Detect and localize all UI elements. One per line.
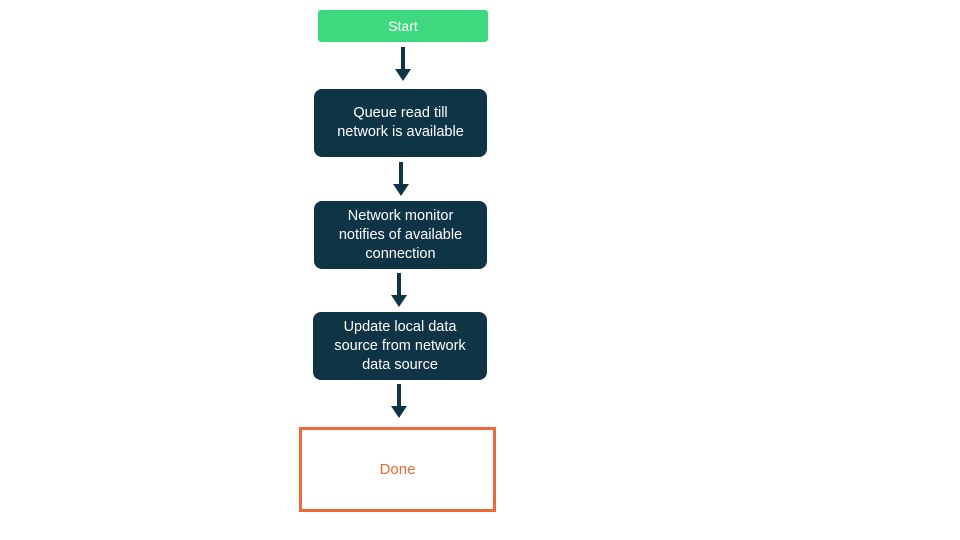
arrow-head <box>391 295 407 307</box>
arrow-head <box>395 69 411 81</box>
flow-node-network-monitor-label-line3: connection <box>365 245 436 262</box>
flow-node-done: Done <box>299 427 496 512</box>
flow-node-network-monitor: Network monitor notifies of available co… <box>314 201 487 269</box>
arrow-stem <box>397 273 401 295</box>
flow-node-update-local-data: Update local data source from network da… <box>313 312 487 380</box>
arrow-stem <box>397 384 401 406</box>
flow-node-start-label: Start <box>388 18 418 34</box>
flow-node-done-label: Done <box>379 461 416 478</box>
flow-node-start: Start <box>318 10 488 42</box>
flow-arrow-down-icon <box>393 162 409 196</box>
flow-node-network-monitor-label-line2: notifies of available <box>338 226 463 243</box>
flow-node-update-local-data-label-line1: Update local data <box>343 318 457 335</box>
flow-arrow-down-icon <box>391 384 407 418</box>
flow-node-queue-read-label-line2: network is available <box>337 124 464 140</box>
flow-node-update-local-data-label-line3: data source <box>362 356 438 373</box>
arrow-stem <box>399 162 403 184</box>
flow-arrow-down-icon <box>395 47 411 81</box>
arrow-head <box>391 406 407 418</box>
flow-node-queue-read: Queue read till network is available <box>314 89 487 157</box>
flow-node-queue-read-label-line1: Queue read till <box>353 105 448 121</box>
flow-node-network-monitor-label-line1: Network monitor <box>347 207 454 224</box>
arrow-head <box>393 184 409 196</box>
arrow-stem <box>401 47 405 69</box>
flow-arrow-down-icon <box>391 273 407 307</box>
flow-node-update-local-data-label-line2: source from network <box>334 337 466 354</box>
